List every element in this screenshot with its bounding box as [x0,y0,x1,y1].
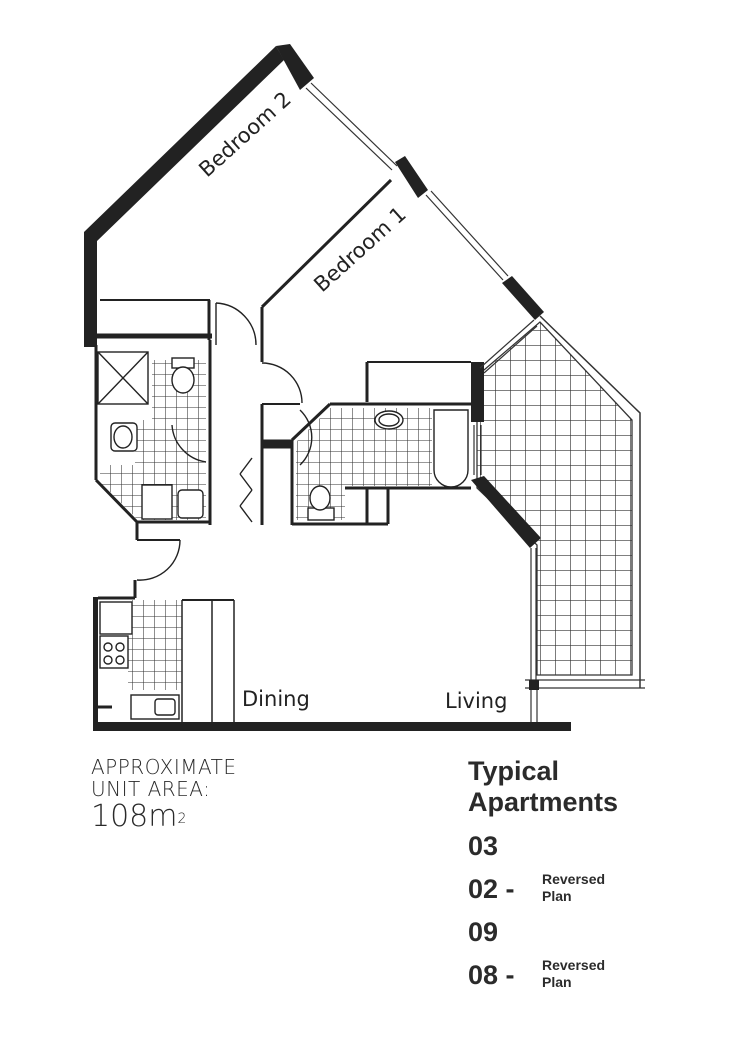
floor-plan: Bedroom 2 Bedroom 1 Dining Living [84,44,645,731]
apartment-03: 03 [468,831,499,861]
area-label-line2: UNIT AREA: [91,777,211,801]
interior-walls [94,178,471,722]
area-label-line1: APPROXIMATE [91,755,237,779]
room-label-bedroom1: Bedroom 1 [309,202,411,297]
tiled-floors [100,360,432,690]
area-value: 108m2 [91,799,187,834]
room-label-dining: Dining [242,687,310,711]
room-label-bedroom2: Bedroom 2 [194,87,296,182]
typical-title-line2: Apartments [468,787,619,817]
outer-walls [84,44,571,731]
typical-title-line1: Typical [468,756,560,786]
fixtures [97,351,469,720]
windows [305,82,538,722]
room-label-living: Living [445,689,507,713]
door-swings [136,302,313,581]
apartment-09: 09 [468,917,499,947]
unit-area-block: APPROXIMATE UNIT AREA: 108m2 [91,756,237,834]
